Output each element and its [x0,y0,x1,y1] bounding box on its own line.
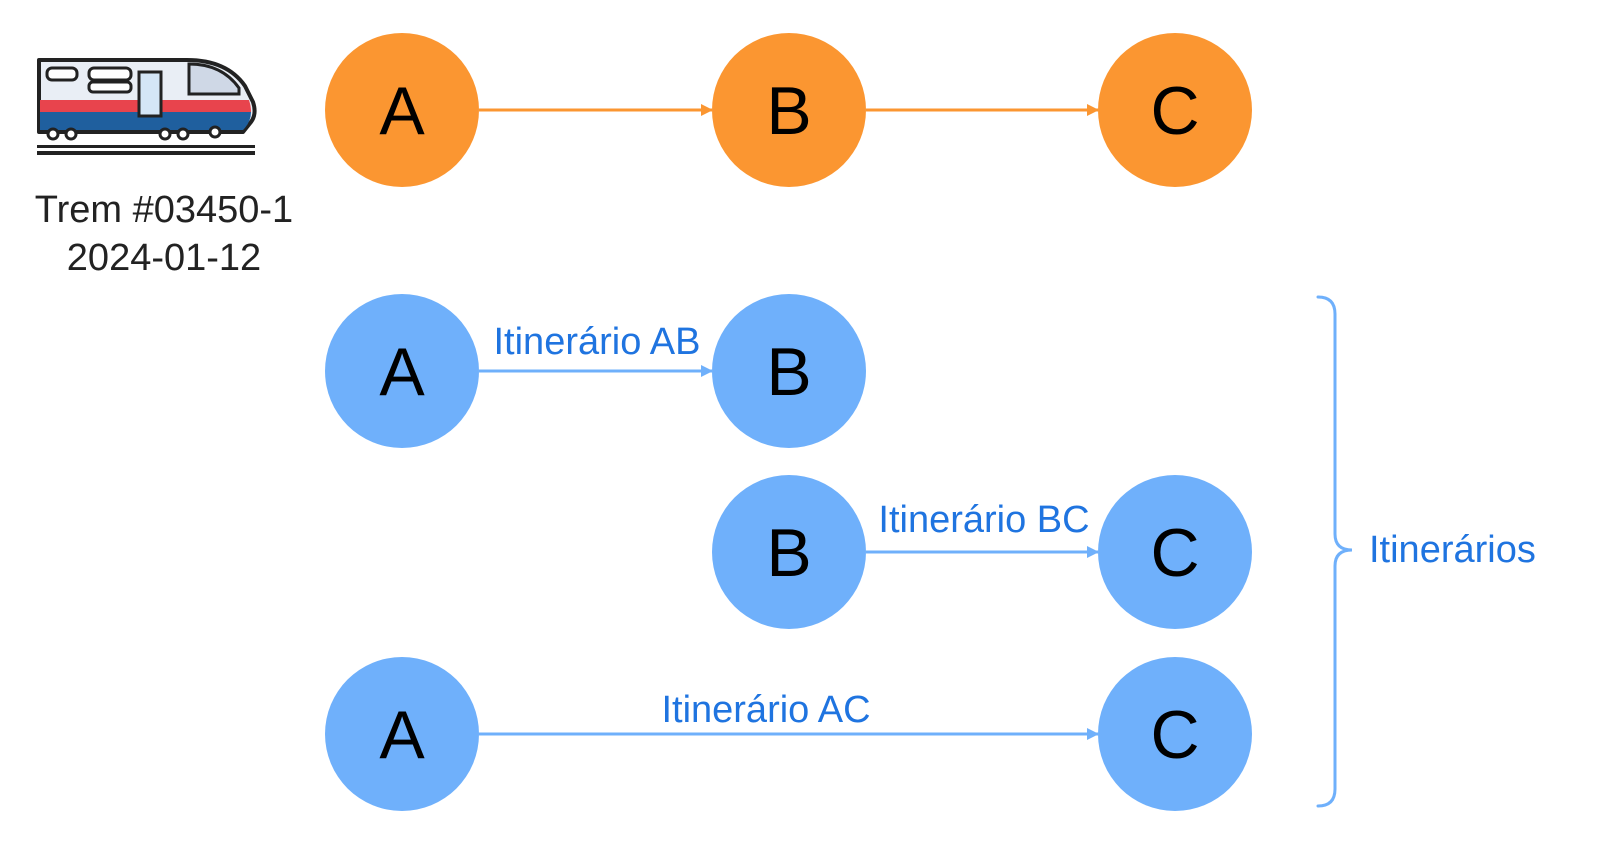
itinerary-ab-node-from-label: A [379,334,425,410]
itinerary-ab: Itinerário AB A B [325,294,866,448]
itinerary-ac: Itinerário AC A C [325,657,1252,811]
itinerary-bc-label: Itinerário BC [878,499,1089,541]
itineraries-brace [1316,295,1353,808]
itinerary-ac-node-from [325,657,479,811]
itinerary-ac-node-to [1098,657,1252,811]
itinerary-ab-label: Itinerário AB [494,321,701,363]
itinerary-bc-node-from [712,475,866,629]
train-date-label: 2024-01-12 [67,237,261,279]
schedule-node-b-label: B [766,73,811,149]
schedule-row: A B C [325,33,1252,187]
train-id-label: Trem #03450-1 [35,189,293,231]
schedule-node-a-label: A [379,73,425,149]
itinerary-bc-node-to [1098,475,1252,629]
itinerary-bc-node-to-label: C [1150,515,1199,591]
itinerary-ab-node-to-label: B [766,334,811,410]
itinerary-ac-node-to-label: C [1150,697,1199,773]
schedule-node-a [325,33,479,187]
itinerary-bc: Itinerário BC B C [712,475,1252,629]
itineraries-group-label: Itinerários [1369,529,1536,571]
itinerary-ac-label: Itinerário AC [661,689,870,731]
schedule-node-c-label: C [1150,73,1199,149]
train-icon [37,58,257,155]
schedule-node-c [1098,33,1252,187]
itinerary-bc-node-from-label: B [766,515,811,591]
itinerary-ab-node-to [712,294,866,448]
itinerary-ab-node-from [325,294,479,448]
itinerary-ac-node-from-label: A [379,697,425,773]
schedule-node-b [712,33,866,187]
